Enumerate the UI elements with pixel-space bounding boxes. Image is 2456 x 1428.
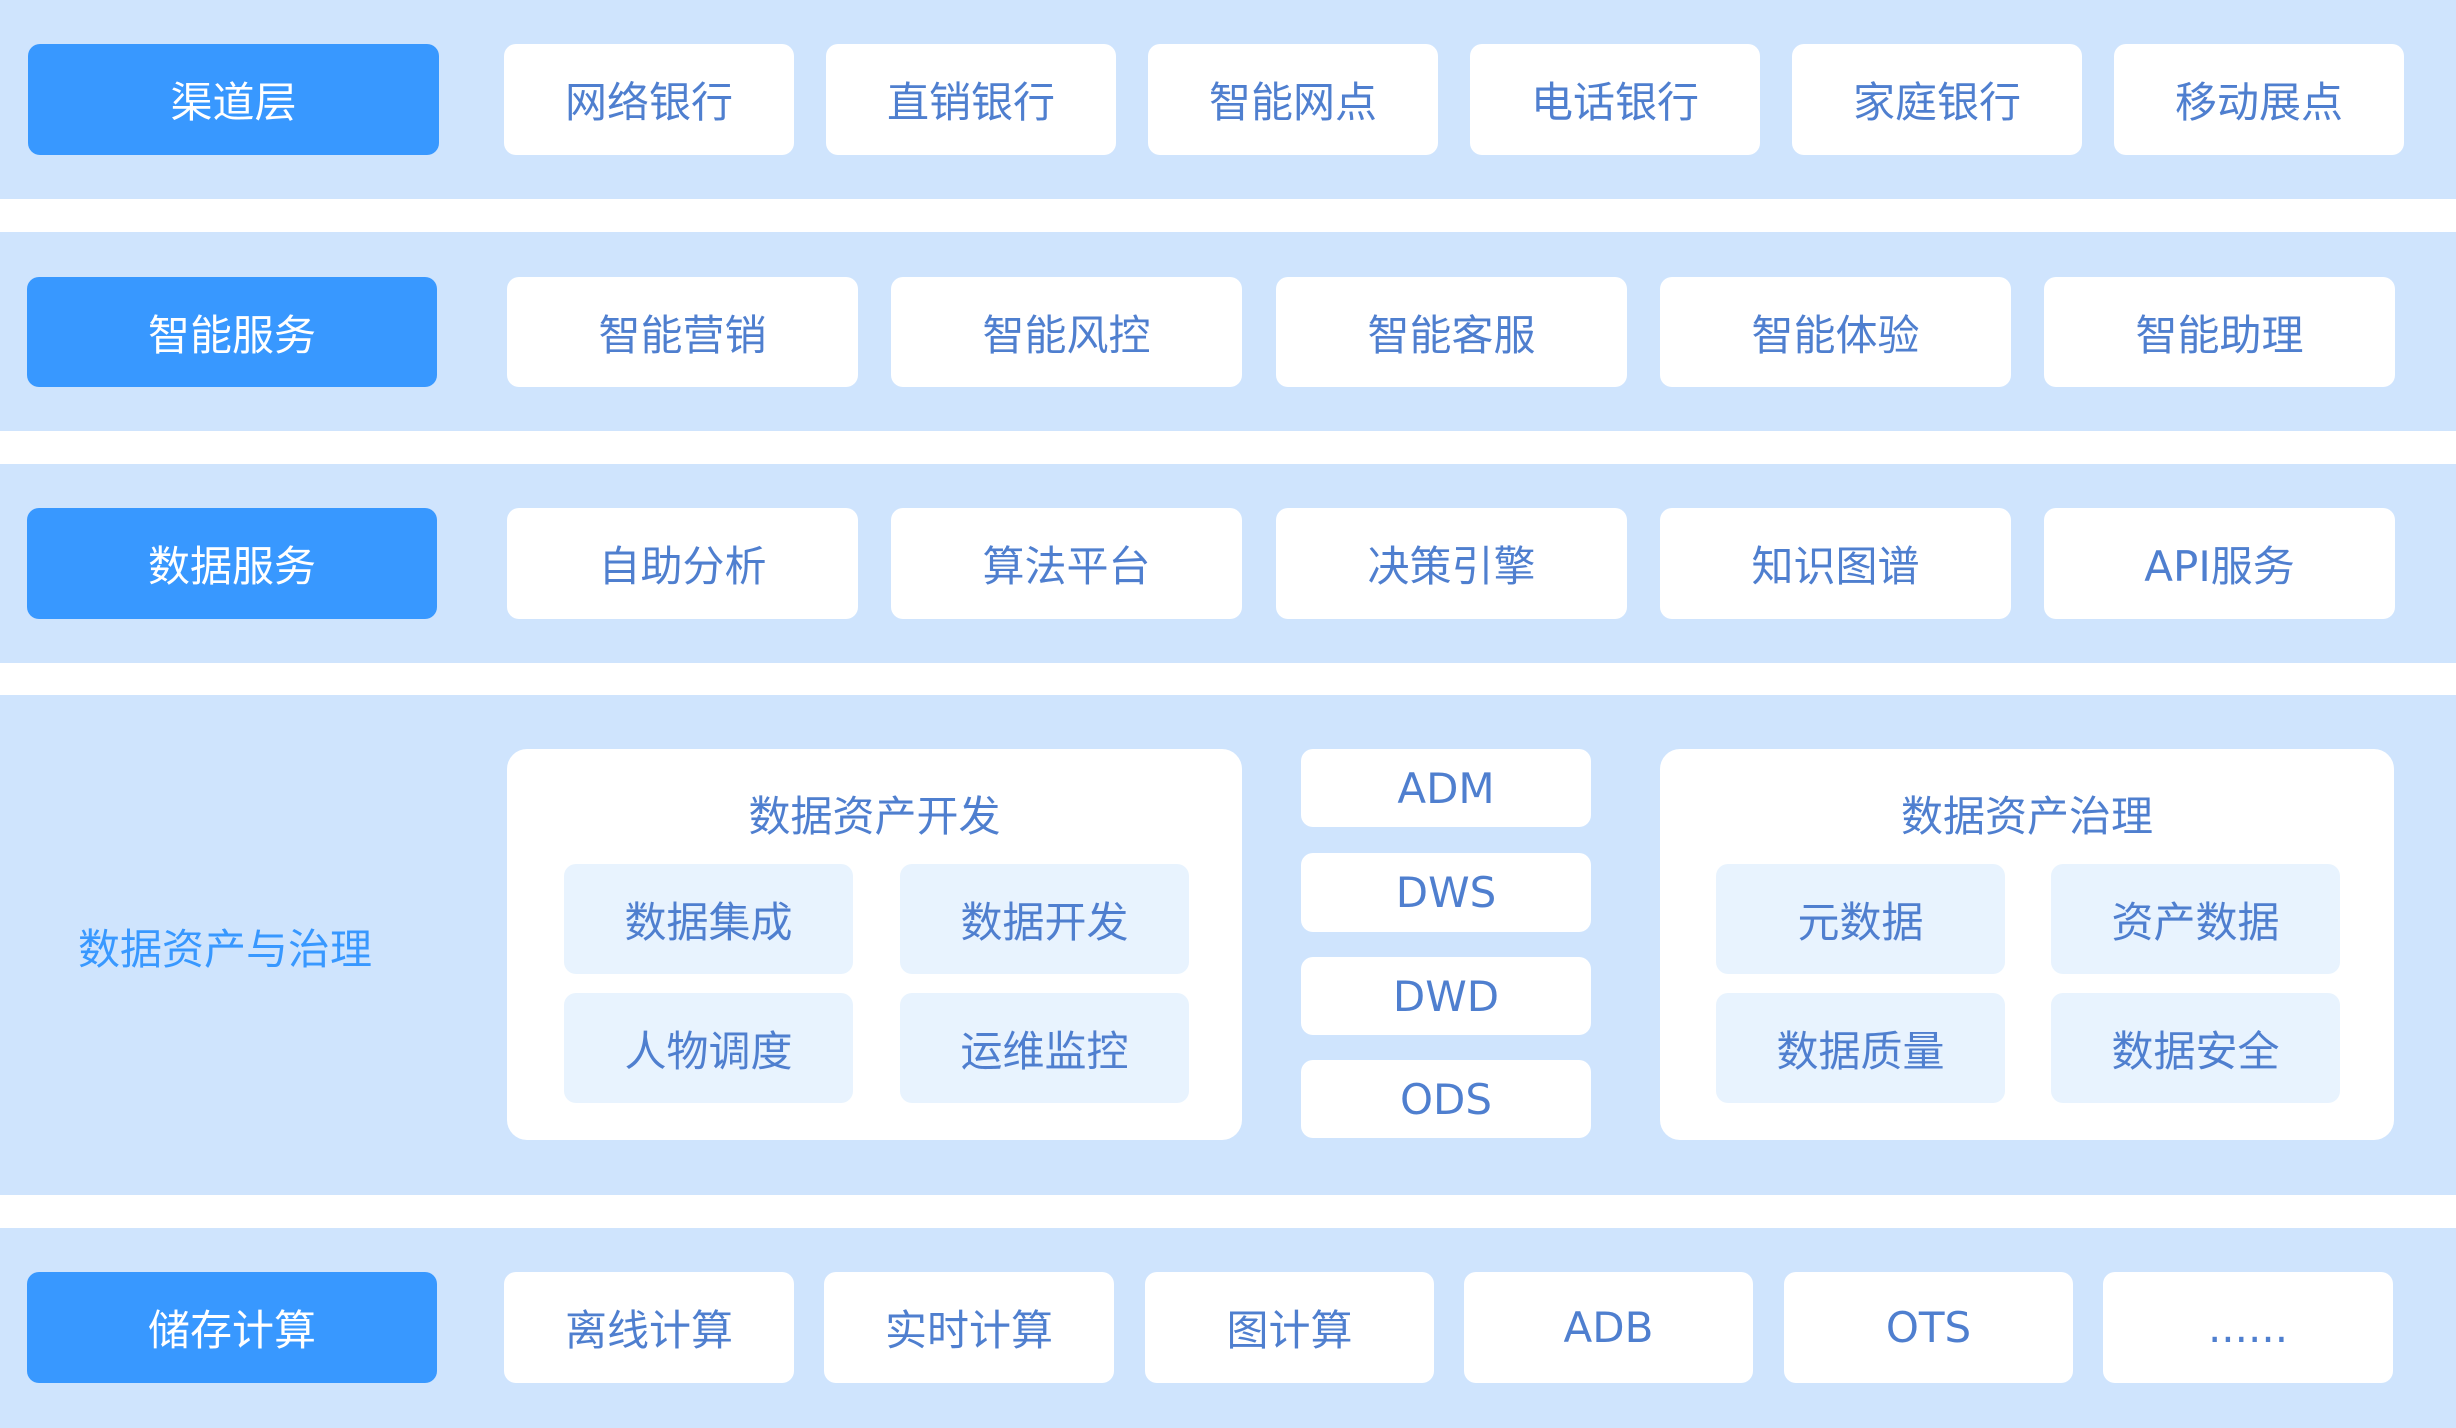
row-label-data-asset: 数据资产与治理 xyxy=(78,925,373,974)
smart-service-item: 智能体验 xyxy=(1660,277,2011,387)
channel-item: 电话银行 xyxy=(1470,44,1760,155)
row-label-smart-service: 智能服务 xyxy=(27,277,437,387)
smart-service-item: 智能助理 xyxy=(2044,277,2395,387)
layer-ods: ODS xyxy=(1301,1060,1591,1138)
asset-dev-title: 数据资产开发 xyxy=(748,792,1001,841)
channel-item: 直销银行 xyxy=(826,44,1116,155)
row-label-storage: 储存计算 xyxy=(27,1272,437,1383)
asset-gov-item: 元数据 xyxy=(1716,864,2005,974)
smart-service-item: 智能风控 xyxy=(891,277,1242,387)
channel-item: 智能网点 xyxy=(1148,44,1438,155)
storage-item: 离线计算 xyxy=(504,1272,794,1383)
asset-gov-item: 数据质量 xyxy=(1716,993,2005,1103)
data-service-item: 自助分析 xyxy=(507,508,858,619)
smart-service-item: 智能营销 xyxy=(507,277,858,387)
storage-item: 实时计算 xyxy=(824,1272,1114,1383)
layer-adm: ADM xyxy=(1301,749,1591,827)
storage-item: 图计算 xyxy=(1145,1272,1434,1383)
layer-dws: DWS xyxy=(1301,853,1591,932)
storage-item: ADB xyxy=(1464,1272,1753,1383)
channel-item: 网络银行 xyxy=(504,44,794,155)
storage-item: OTS xyxy=(1784,1272,2073,1383)
asset-dev-item: 人物调度 xyxy=(564,993,853,1103)
data-service-item: 算法平台 xyxy=(891,508,1242,619)
data-service-item: API服务 xyxy=(2044,508,2395,619)
channel-item: 家庭银行 xyxy=(1792,44,2082,155)
asset-gov-item: 资产数据 xyxy=(2051,864,2340,974)
asset-gov-title: 数据资产治理 xyxy=(1900,792,2153,841)
row-label-data-service: 数据服务 xyxy=(27,508,437,619)
asset-dev-item: 运维监控 xyxy=(900,993,1189,1103)
row-label-channel: 渠道层 xyxy=(28,44,439,155)
asset-dev-item: 数据集成 xyxy=(564,864,853,974)
asset-dev-item: 数据开发 xyxy=(900,864,1189,974)
smart-service-item: 智能客服 xyxy=(1276,277,1627,387)
asset-gov-item: 数据安全 xyxy=(2051,993,2340,1103)
storage-item: ...... xyxy=(2103,1272,2393,1383)
layer-dwd: DWD xyxy=(1301,957,1591,1035)
channel-item: 移动展点 xyxy=(2114,44,2404,155)
data-service-item: 决策引擎 xyxy=(1276,508,1627,619)
data-service-item: 知识图谱 xyxy=(1660,508,2011,619)
